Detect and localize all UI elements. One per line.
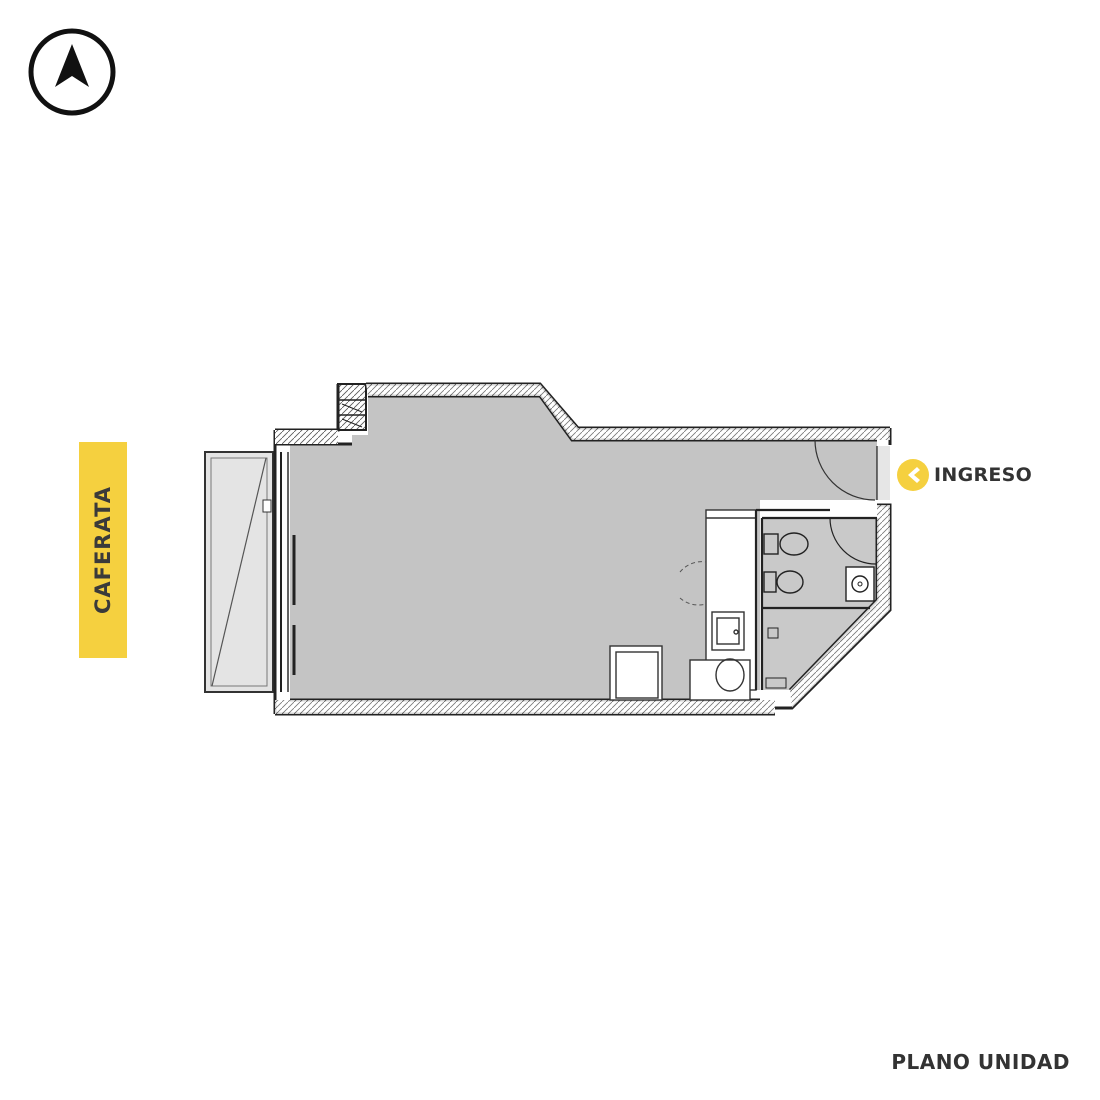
chevron-left-icon — [897, 459, 929, 491]
north-arrow-icon — [28, 28, 116, 116]
bathroom — [754, 508, 877, 690]
plan-title: PLANO UNIDAD — [891, 1050, 1070, 1074]
street-label: CAFERATA — [79, 442, 127, 658]
entrance-label: INGRESO — [896, 457, 1032, 493]
kitchen — [609, 509, 757, 701]
entrance-text: INGRESO — [934, 464, 1033, 486]
bathroom-floor — [762, 518, 877, 690]
street-name: CAFERATA — [91, 485, 115, 615]
